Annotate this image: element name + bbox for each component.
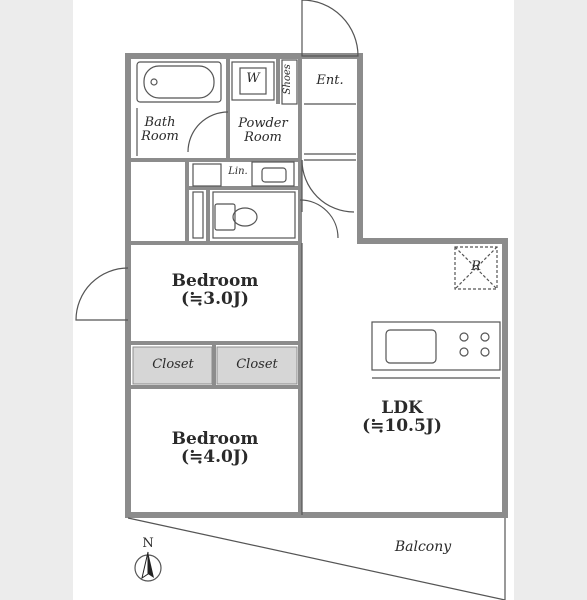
label-bath-room: Bath Room xyxy=(141,115,179,144)
label-bedroom-2: Bedroom (≒4.0J) xyxy=(171,429,259,467)
label-closet-1: Closet xyxy=(152,357,194,372)
label-washer: W xyxy=(246,71,260,86)
interior-walls xyxy=(131,56,302,515)
label-bedroom-1: Bedroom (≒3.0J) xyxy=(171,271,259,309)
label-entrance: Ent. xyxy=(316,73,344,88)
door-swings xyxy=(75,0,359,321)
label-ldk: LDK (≒10.5J) xyxy=(362,398,442,436)
label-powder-room: Powder Room xyxy=(238,116,288,145)
balcony-outline xyxy=(127,517,506,600)
plan-canvas xyxy=(73,0,514,600)
fixture-lines xyxy=(136,59,501,515)
outer-walls xyxy=(125,53,508,518)
label-balcony: Balcony xyxy=(394,539,452,555)
compass-icon xyxy=(134,551,162,582)
compass-north-label: N xyxy=(142,536,154,551)
label-refrigerator: R xyxy=(471,259,481,274)
closet-fills xyxy=(132,346,298,385)
label-shoes: Shoes xyxy=(281,64,293,95)
label-closet-2: Closet xyxy=(236,357,278,372)
label-linen: Lin. xyxy=(228,166,248,177)
